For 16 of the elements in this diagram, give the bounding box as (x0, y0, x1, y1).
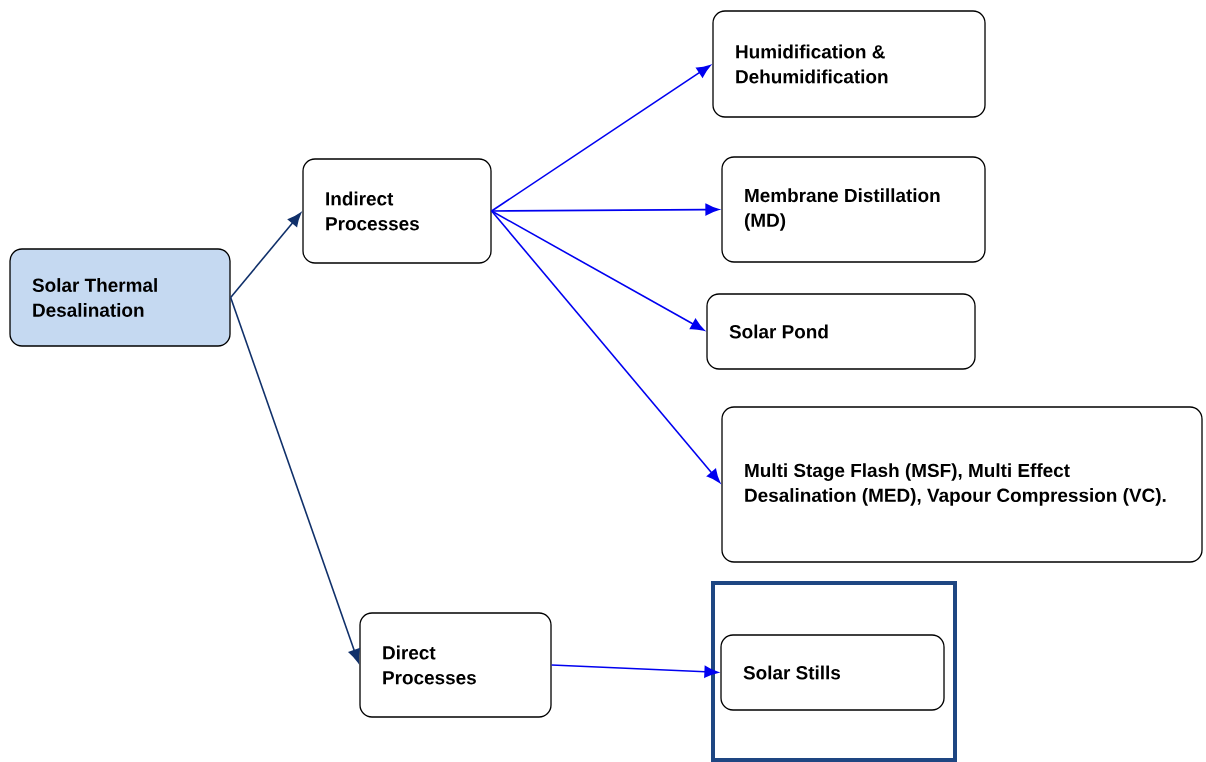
arrow (550, 664, 719, 678)
arrow (490, 203, 720, 216)
process-box: Multi Stage Flash (MSF), Multi Effect Desalination (MED), Vapour Compression (VC). (721, 406, 1203, 563)
arrow (490, 210, 721, 483)
process-box: Solar Pond (706, 293, 976, 370)
arrow (490, 210, 705, 331)
arrow (490, 64, 711, 212)
frame-box (711, 581, 957, 762)
process-box: Solar Stills (720, 634, 945, 711)
process-box: Membrane Distillation (MD) (721, 156, 986, 263)
process-box: Humidification & Dehumidification (712, 10, 986, 118)
arrow (229, 296, 360, 663)
process-box: Direct Processes (359, 612, 552, 718)
process-box: Solar Thermal Desalination (9, 248, 231, 347)
process-box: Indirect Processes (302, 158, 492, 264)
arrow (229, 212, 302, 299)
